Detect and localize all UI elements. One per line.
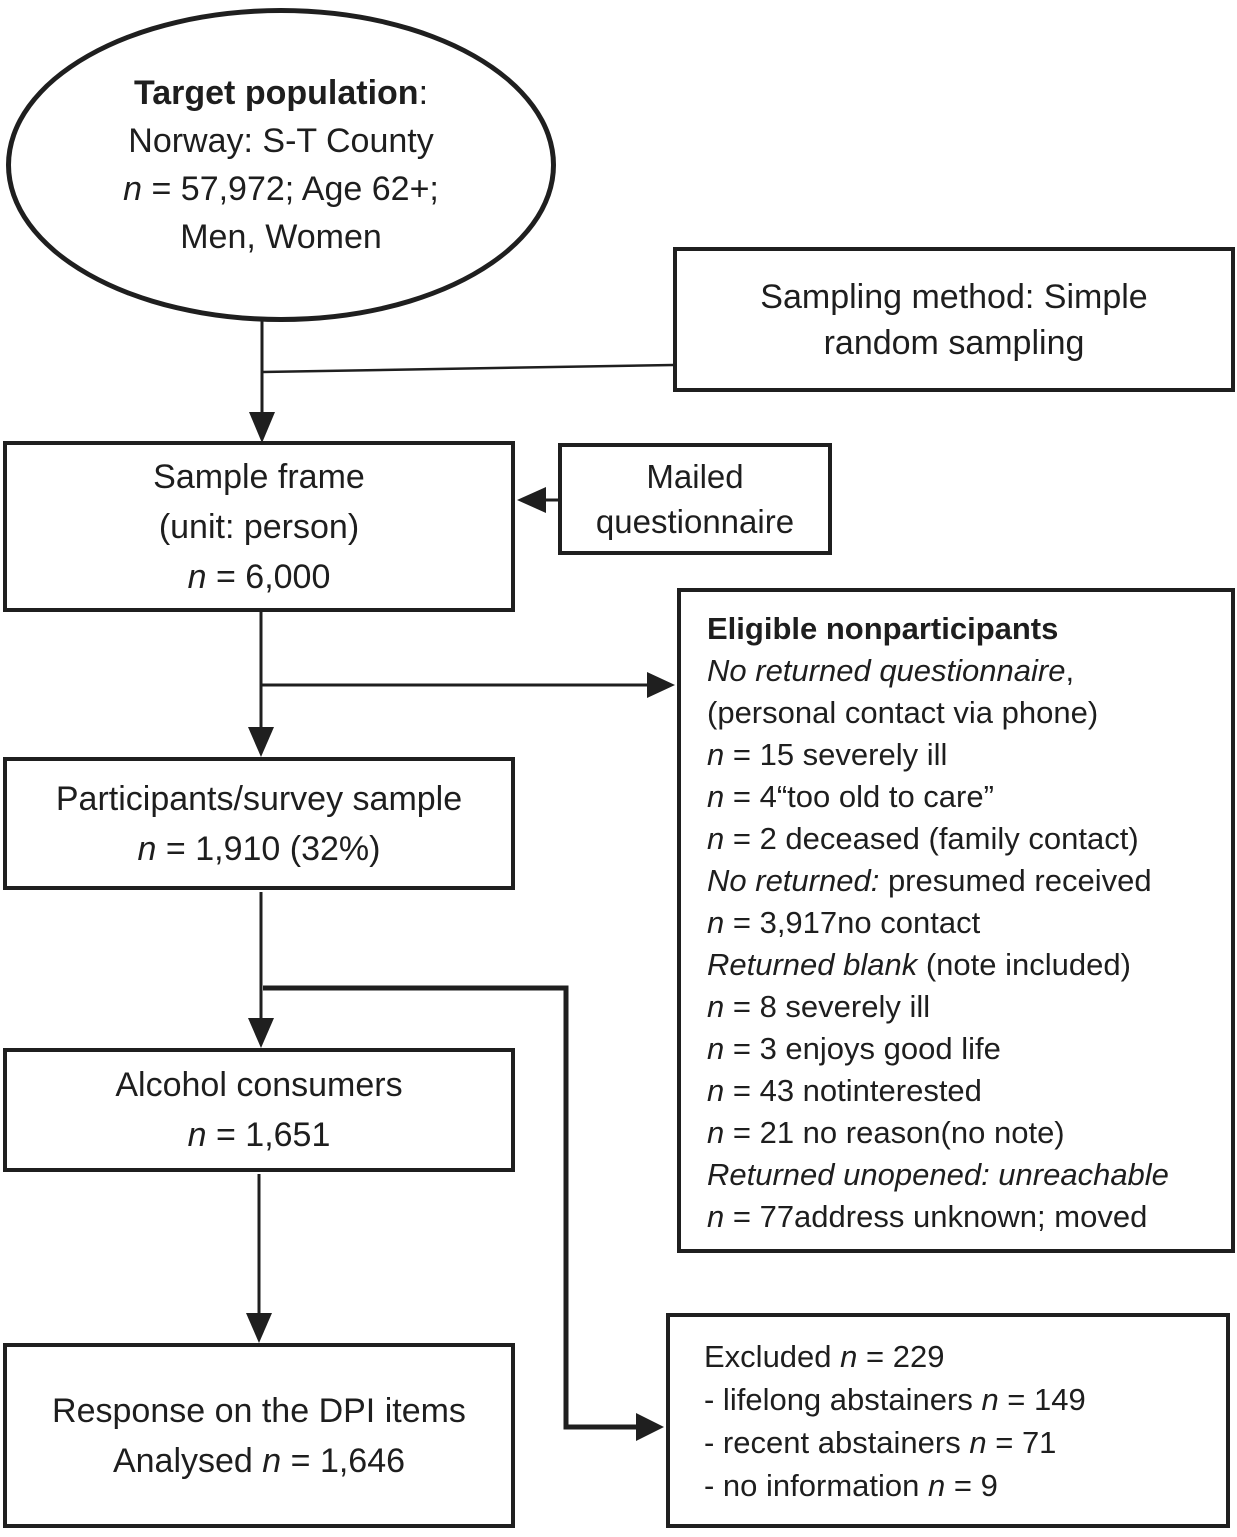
connector-to-excluded — [263, 985, 640, 1430]
arrowhead-to-eligible-nonparticipants — [647, 672, 675, 698]
mailed-questionnaire-box: Mailed questionnaire — [558, 443, 832, 555]
excluded-box: Excluded n = 229 - lifelong abstainers n … — [666, 1313, 1230, 1528]
text-line: Men, Women — [180, 218, 382, 256]
text-line: n = 8 severely ill — [707, 989, 931, 1024]
text-line: n = 43 notinterested — [707, 1073, 982, 1108]
arrowhead-mailed-to-sample-frame — [517, 487, 546, 513]
text-line: n = 6,000 — [187, 557, 331, 596]
arrowhead-alcohol-to-response — [246, 1313, 272, 1343]
text-line: n = 21 no reason(no note) — [707, 1115, 1065, 1150]
text-line: n = 77address unknown; moved — [707, 1199, 1148, 1234]
sampling-method-box: Sampling method: Simple random sampling — [673, 247, 1235, 392]
text-line: n = 3 enjoys good life — [707, 1031, 1001, 1066]
text-line: n = 2 deceased (family contact) — [707, 821, 1139, 856]
arrowhead-to-excluded — [636, 1413, 664, 1441]
target-population-ellipse: Target population: Norway: S-T County n = … — [6, 8, 556, 322]
text-line: n = 1,910 (32%) — [137, 829, 381, 868]
text-line: - lifelong abstainers n = 149 — [704, 1381, 1086, 1417]
eligible-nonparticipants-box: Eligible nonparticipants No returned ques… — [677, 588, 1235, 1253]
text-line: Sampling method: Simple — [760, 277, 1148, 316]
text-line: questionnaire — [595, 503, 795, 540]
text-line: Returned unopened: unreachable — [707, 1157, 1169, 1192]
text-line: Norway: S-T County — [128, 122, 434, 160]
sample-frame-box: Sample frame (unit: person) n = 6,000 — [3, 441, 515, 612]
text-line: Analysed n = 1,646 — [112, 1441, 406, 1480]
text-line: Alcohol consumers — [115, 1066, 403, 1104]
text-line: No returned questionnaire, — [707, 653, 1075, 688]
text-line: Eligible nonparticipants — [707, 611, 1059, 646]
text-line: Target population: — [133, 74, 429, 112]
text-line: n = 3,917no contact — [707, 905, 981, 940]
arrowhead-sample-frame-to-participants — [248, 727, 274, 757]
text-line: - recent abstainers n = 71 — [704, 1424, 1057, 1460]
text-line: n = 1,651 — [187, 1116, 331, 1154]
connector-to-sampling-method — [261, 363, 674, 374]
text-line: n = 4“too old to care” — [707, 779, 994, 814]
text-line: random sampling — [823, 323, 1085, 362]
alcohol-consumers-box: Alcohol consumers n = 1,651 — [3, 1048, 515, 1172]
text-line: (personal contact via phone) — [707, 695, 1099, 730]
text-line: Excluded n = 229 — [704, 1338, 945, 1374]
text-line: - no information n = 9 — [704, 1467, 998, 1503]
participants-box: Participants/survey sample n = 1,910 (32%… — [3, 757, 515, 890]
text-line: Mailed — [646, 458, 744, 495]
text-line: n = 57,972; Age 62+; — [123, 170, 439, 208]
text-line: (unit: person) — [158, 507, 360, 546]
text-line: Response on the DPI items — [52, 1391, 466, 1430]
text-line: Sample frame — [153, 457, 365, 496]
arrowhead-participants-to-alcohol — [248, 1018, 274, 1048]
text-line: No returned: presumed received — [707, 863, 1152, 898]
text-line: n = 15 severely ill — [707, 737, 948, 772]
arrowhead-target-to-sample-frame — [249, 412, 275, 443]
text-line: Returned blank (note included) — [707, 947, 1131, 982]
text-line: Participants/survey sample — [55, 779, 463, 818]
